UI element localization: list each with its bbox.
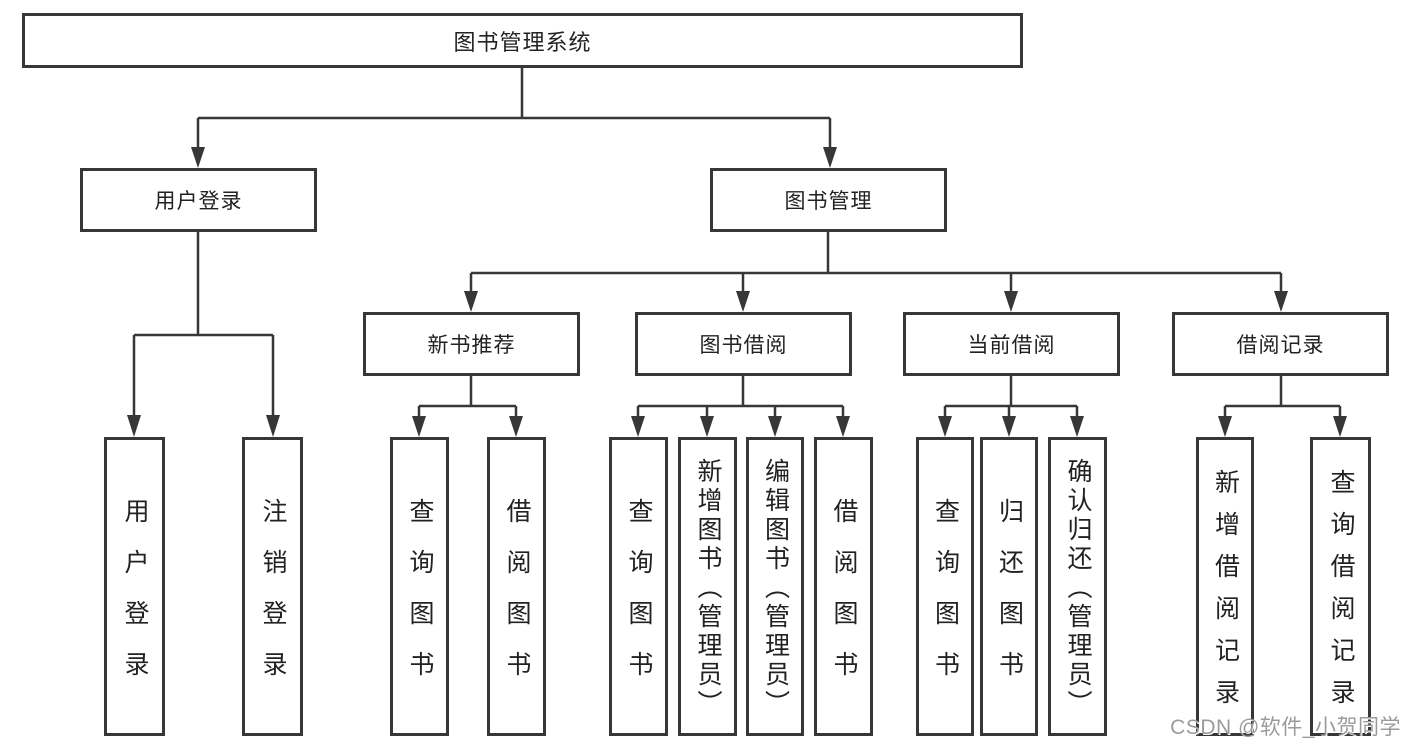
node-leaf-borrow-book-borrow: 借阅图书 xyxy=(814,437,873,736)
node-leaf-return-book: 归还图书 xyxy=(980,437,1038,736)
node-leaf-logout-label: 注销登录 xyxy=(259,497,287,702)
node-leaf-user-login-label: 用户登录 xyxy=(121,497,149,702)
node-root-system-label: 图书管理系统 xyxy=(453,29,592,55)
node-borrow-records: 借阅记录 xyxy=(1172,312,1389,376)
node-leaf-logout: 注销登录 xyxy=(242,437,303,736)
node-leaf-borrow-book-borrow-label: 借阅图书 xyxy=(830,497,858,702)
node-leaf-confirm-return-admin-label: 确认归还（管理员） xyxy=(1064,458,1092,719)
node-leaf-borrow-book-rec: 借阅图书 xyxy=(487,437,546,736)
node-leaf-confirm-return-admin: 确认归还（管理员） xyxy=(1048,437,1107,736)
node-leaf-query-book-current-label: 查询图书 xyxy=(931,497,960,702)
node-user-login-group-label: 用户登录 xyxy=(154,190,243,213)
node-leaf-query-book-rec: 查询图书 xyxy=(390,437,449,736)
node-book-borrow-label: 图书借阅 xyxy=(699,334,788,357)
node-leaf-query-book-borrow-label: 查询图书 xyxy=(625,497,653,702)
node-user-login-group: 用户登录 xyxy=(80,168,317,232)
node-leaf-query-borrow-record-label: 查询借阅记录 xyxy=(1327,469,1355,721)
connector-borrow-records-to-leaves xyxy=(1218,374,1347,437)
connector-new-book-rec-to-leaves xyxy=(412,374,523,437)
connector-book-borrow-to-leaves xyxy=(631,374,850,437)
node-leaf-edit-book-admin: 编辑图书（管理员） xyxy=(746,437,804,736)
node-new-book-rec-label: 新书推荐 xyxy=(427,334,516,357)
node-leaf-borrow-book-rec-label: 借阅图书 xyxy=(503,497,531,702)
connector-user-login-to-leaves xyxy=(127,230,280,437)
node-book-borrow: 图书借阅 xyxy=(635,312,852,376)
node-new-book-rec: 新书推荐 xyxy=(363,312,580,376)
node-borrow-records-label: 借阅记录 xyxy=(1236,334,1325,357)
node-leaf-add-book-admin-label: 新增图书（管理员） xyxy=(694,458,722,719)
connector-current-borrow-to-leaves xyxy=(938,374,1084,437)
node-leaf-add-borrow-record-label: 新增借阅记录 xyxy=(1211,469,1240,721)
node-leaf-query-book-borrow: 查询图书 xyxy=(609,437,668,736)
node-book-mgmt-group-label: 图书管理 xyxy=(784,190,873,213)
node-leaf-return-book-label: 归还图书 xyxy=(995,497,1024,702)
node-leaf-add-borrow-record: 新增借阅记录 xyxy=(1196,437,1254,736)
node-leaf-query-borrow-record: 查询借阅记录 xyxy=(1310,437,1371,736)
node-leaf-add-book-admin: 新增图书（管理员） xyxy=(678,437,737,736)
csdn-watermark: CSDN @软件_小贺同学 xyxy=(1170,716,1401,739)
node-current-borrow-label: 当前借阅 xyxy=(967,334,1056,357)
node-current-borrow: 当前借阅 xyxy=(903,312,1120,376)
connector-book-mgmt-to-level3 xyxy=(464,230,1288,312)
node-book-mgmt-group: 图书管理 xyxy=(710,168,947,232)
node-leaf-user-login: 用户登录 xyxy=(104,437,165,736)
node-leaf-query-book-current: 查询图书 xyxy=(916,437,974,736)
node-root-system: 图书管理系统 xyxy=(22,13,1023,68)
node-leaf-query-book-rec-label: 查询图书 xyxy=(406,497,434,702)
connector-root-to-level2 xyxy=(191,66,837,168)
node-leaf-edit-book-admin-label: 编辑图书（管理员） xyxy=(761,458,790,719)
